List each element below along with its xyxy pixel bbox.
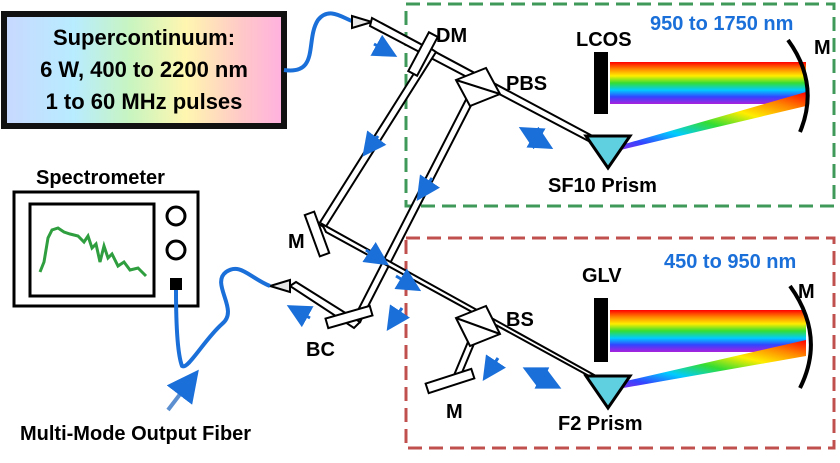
spectrometer: [12, 190, 200, 308]
lower-range-label: 450 to 950 nm: [664, 251, 796, 273]
source-line-2: 6 W, 400 to 2200 nm: [40, 57, 248, 82]
upper-spectrum-beam: [604, 62, 806, 152]
lower-fold-mirror: [424, 367, 476, 395]
lower-section-box: [404, 236, 836, 450]
source-line-3: 1 to 60 MHz pulses: [46, 89, 243, 114]
input-collimator: [351, 14, 376, 30]
upper-section-box: [404, 2, 836, 208]
output-fiber-label: Multi-Mode Output Fiber: [20, 423, 251, 445]
supercontinuum-source-box: Supercontinuum: 6 W, 400 to 2200 nm 1 to…: [1, 11, 287, 129]
output-collimator: [266, 278, 291, 294]
lower-mirror-label: M: [798, 281, 815, 303]
polarizing-beam-splitter: [454, 66, 502, 108]
upper-mirror-label: M: [814, 37, 831, 59]
output-fiber-pointer: [166, 369, 199, 412]
lcos-modulator: [594, 52, 608, 114]
fold-mirror-label: M: [288, 231, 305, 253]
source-line-1: Supercontinuum:: [53, 25, 235, 50]
sf10-prism-label: SF10 Prism: [548, 175, 657, 197]
spectrum-trace: [38, 226, 148, 278]
output-fiber: [174, 266, 271, 369]
beam-combiner: [324, 304, 374, 330]
beam-direction-arrows: [286, 34, 562, 389]
lower-curved-mirror: [788, 284, 813, 389]
lcos-label: LCOS: [576, 29, 632, 51]
f2-prism-label: F2 Prism: [558, 413, 642, 435]
f2-prism: [583, 374, 633, 411]
upper-curved-mirror: [786, 38, 810, 133]
dichroic-mirror: [406, 30, 440, 78]
glv-modulator: [594, 298, 608, 362]
beam-splitter: [454, 304, 502, 348]
fold-mirror: [303, 210, 331, 258]
spectrometer-label: Spectrometer: [36, 167, 165, 189]
lower-spectrum-beam: [604, 310, 806, 390]
bc-label: BC: [306, 339, 335, 361]
upper-range-label: 950 to 1750 nm: [650, 13, 793, 35]
dm-label: DM: [436, 25, 467, 47]
glv-label: GLV: [582, 265, 622, 287]
input-fiber: [283, 11, 356, 73]
bs-label: BS: [506, 309, 534, 331]
sf10-prism: [583, 134, 633, 171]
lower-fold-mirror-label: M: [446, 401, 463, 423]
pbs-label: PBS: [506, 73, 547, 95]
